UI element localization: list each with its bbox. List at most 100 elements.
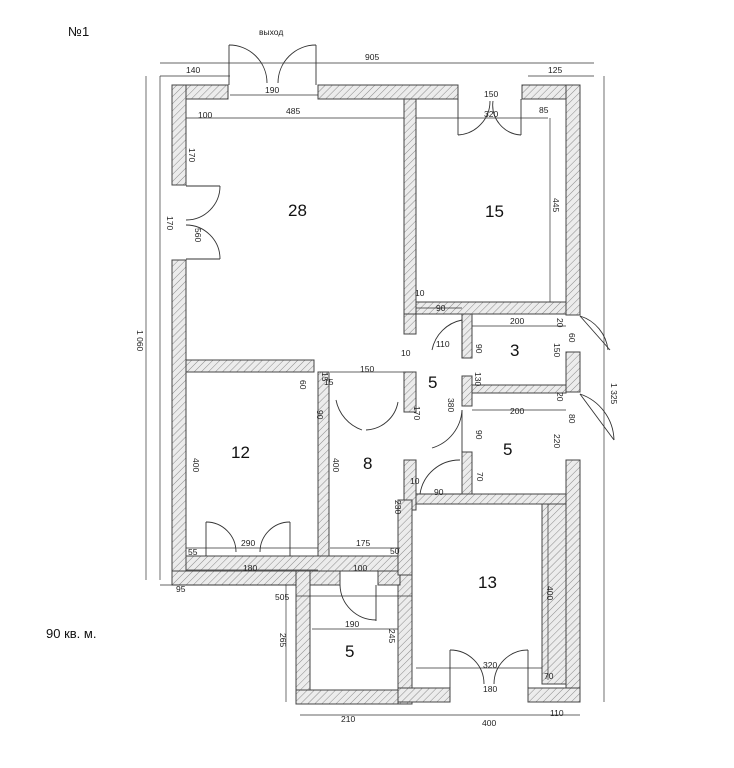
dimension-label: 210 [341, 714, 355, 724]
wall-int-bath-mid [471, 384, 567, 394]
dimension-label: 220 [552, 434, 562, 448]
room-label-12: 12 [231, 443, 250, 462]
exit-label: выход [259, 27, 283, 37]
wall-right-1 [565, 84, 581, 316]
dimension-label: 150 [360, 364, 374, 374]
dimension-label: 90 [474, 430, 484, 440]
plan-line [492, 100, 522, 136]
dimension-label: 400 [545, 586, 555, 600]
dimension-label: 485 [286, 106, 300, 116]
plan-line [493, 649, 529, 685]
dimension-label: 170 [187, 148, 197, 162]
dimension-label: 905 [365, 52, 379, 62]
plan-number: №1 [68, 24, 89, 39]
wall-int-hall-d [397, 499, 413, 576]
plan-line [449, 649, 485, 685]
dimension-label: 10 [401, 348, 411, 358]
plan-line [365, 401, 399, 431]
wall-bottom-right-b [527, 687, 581, 703]
dimension-label: 125 [548, 65, 562, 75]
dimension-label: 200 [510, 406, 524, 416]
dimension-label: 100 [353, 563, 367, 573]
wall-int-bath-c [461, 451, 473, 498]
dimension-label: 70 [544, 671, 554, 681]
dimension-label: 380 [446, 398, 456, 412]
room-label-15: 15 [485, 202, 504, 221]
plan-line [259, 521, 291, 553]
dimension-label: 1 060 [135, 330, 145, 352]
room-label-5-right: 5 [503, 440, 512, 459]
plan-line [579, 315, 609, 351]
dimension-label: 90 [434, 487, 444, 497]
plan-line [277, 44, 317, 84]
wall-int-12-8-bottom [185, 555, 401, 572]
room-label-8: 8 [363, 454, 372, 473]
dimension-label: 90 [474, 344, 484, 354]
dimension-label: 110 [550, 708, 564, 718]
dimension-label: 245 [387, 629, 397, 643]
dimension-label: 400 [482, 718, 496, 728]
dimension-label: 230 [393, 500, 403, 514]
wall-bottom-left [171, 570, 299, 586]
dimension-label: 15 [320, 372, 330, 382]
dimension-label: 170 [412, 406, 422, 420]
total-area: 90 кв. м. [46, 626, 96, 641]
dimension-label: 175 [356, 538, 370, 548]
wall-small-room-top-a [309, 570, 341, 586]
plan-line [185, 224, 221, 260]
plan-line [228, 44, 268, 84]
dimension-label: 400 [331, 458, 341, 472]
wall-right-3 [565, 459, 581, 703]
dimension-label: 20 [555, 392, 565, 402]
wall-small-room-left [295, 570, 311, 703]
dimension-lines [145, 62, 605, 716]
room-label-28: 28 [288, 201, 307, 220]
dimension-label: 70 [475, 472, 485, 482]
room-label-13: 13 [478, 573, 497, 592]
dimension-label: 445 [551, 198, 561, 212]
plan-line [205, 521, 237, 553]
wall-small-room-top-b [377, 570, 401, 586]
wall-right-2 [565, 351, 581, 393]
dimension-label: 60 [567, 333, 577, 343]
dimension-label: 400 [191, 458, 201, 472]
dimension-label: 560 [193, 228, 203, 242]
dimension-label: 15 [324, 377, 334, 387]
wall-int-bath-a [461, 313, 473, 359]
wall-left-1 [171, 84, 187, 186]
dimension-label: 110 [436, 339, 450, 349]
room-label-3: 3 [510, 341, 519, 360]
wall-left-2 [171, 259, 187, 586]
wall-int-13-top [415, 493, 567, 505]
dimension-label: 20 [555, 318, 565, 328]
room-label-5-hall: 5 [428, 373, 437, 392]
plan-line [431, 319, 463, 351]
dimension-label: 140 [186, 65, 200, 75]
dimension-label: 50 [390, 546, 400, 556]
doors [185, 44, 615, 688]
dimension-label: 85 [539, 105, 549, 115]
dimension-label: 190 [265, 85, 279, 95]
dimension-label: 150 [552, 343, 562, 357]
dimension-label: 265 [278, 633, 288, 647]
dimension-label: 290 [241, 538, 255, 548]
dimension-label: 320 [484, 109, 498, 119]
wall-int-28-15 [403, 98, 417, 315]
dimension-label: 1 325 [609, 383, 619, 405]
plan-line [419, 459, 461, 495]
room-labels: 28 15 3 5 5 12 8 13 5 [231, 201, 519, 661]
dimension-label: 190 [345, 619, 359, 629]
dimension-label: 170 [165, 216, 175, 230]
dimension-label: 130 [473, 372, 483, 386]
dimension-label: 10 [415, 288, 425, 298]
wall-int-13-right [541, 503, 567, 685]
dimension-label: 320 [483, 660, 497, 670]
wall-small-room-right [397, 570, 413, 705]
wall-int-28-12 [185, 359, 315, 373]
plan-line [457, 100, 491, 136]
dimension-label: 100 [198, 110, 212, 120]
dimension-label: 95 [176, 584, 186, 594]
dimension-label: 200 [510, 316, 524, 326]
room-label-5-bottom: 5 [345, 642, 354, 661]
